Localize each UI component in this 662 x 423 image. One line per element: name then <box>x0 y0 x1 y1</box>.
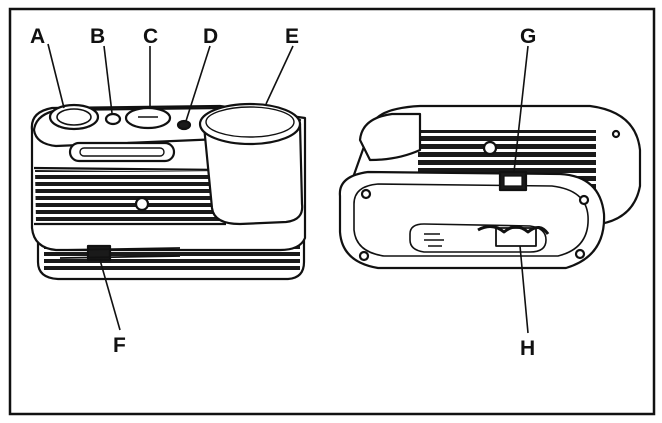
cord-coil-h <box>477 225 550 235</box>
figure-border <box>8 7 656 416</box>
canister-e <box>202 122 304 226</box>
button-c <box>124 106 172 130</box>
label-g: G <box>520 25 536 48</box>
body-ribbing <box>35 170 225 222</box>
label-b: B <box>90 25 105 48</box>
indicator-d <box>176 119 192 131</box>
storage-slot <box>409 223 547 253</box>
label-h: H <box>520 337 535 360</box>
screw-hole <box>134 196 150 212</box>
callout-labels: A B C D E F G H <box>30 25 536 360</box>
leader-h <box>519 245 529 334</box>
leader-f <box>99 259 121 331</box>
leader-g <box>513 45 529 173</box>
label-c: C <box>143 25 158 48</box>
rear-view-unit <box>338 104 642 270</box>
label-f: F <box>113 334 126 357</box>
leader-a <box>47 43 65 109</box>
leader-b <box>103 45 113 114</box>
label-a: A <box>30 25 45 48</box>
label-e: E <box>285 25 299 48</box>
label-d: D <box>203 25 218 48</box>
front-view-unit <box>30 102 307 281</box>
rear-hump <box>358 112 422 162</box>
leader-e <box>265 45 294 105</box>
leader-lines <box>47 43 529 334</box>
button-b <box>104 112 122 126</box>
leader-d <box>185 45 211 122</box>
